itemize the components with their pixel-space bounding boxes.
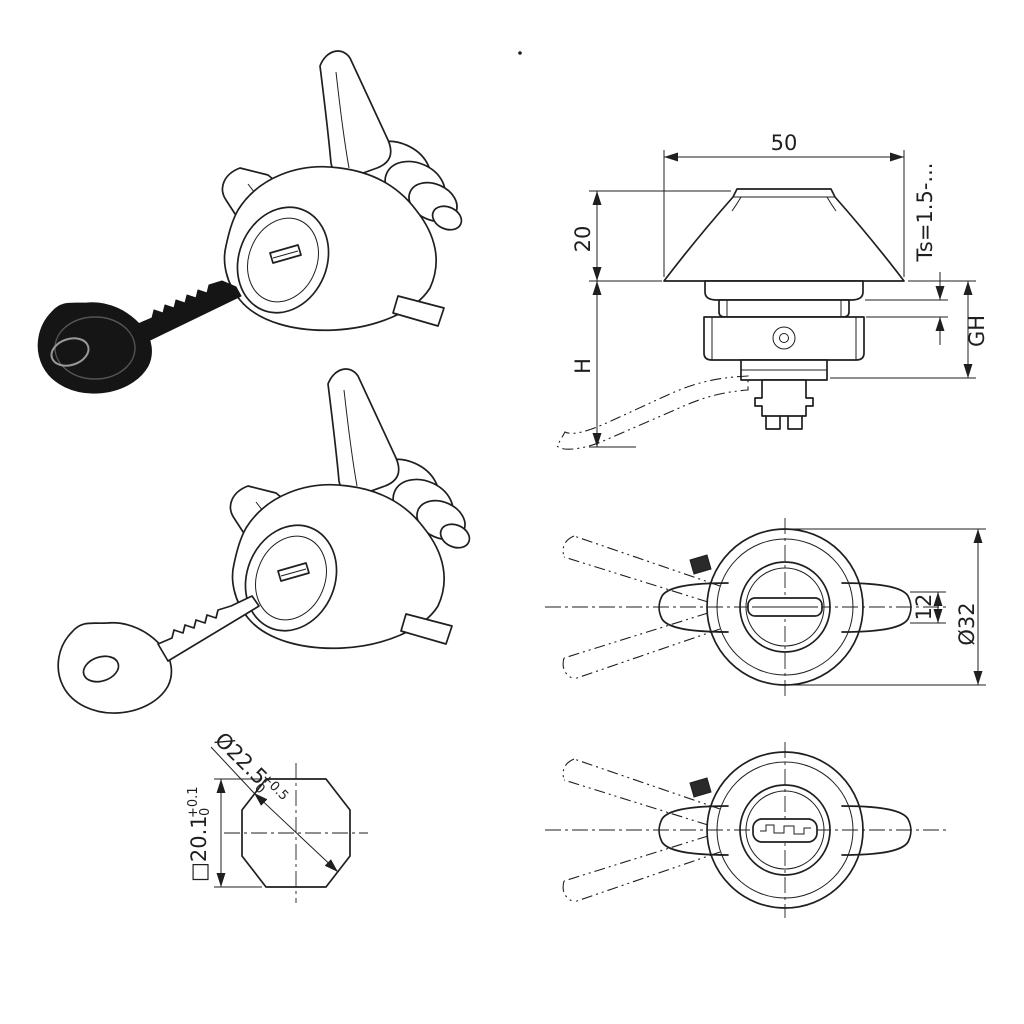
dim-GH-label: GH [965, 315, 989, 347]
dim-sq20-group: □20.1 +0.1 0 [186, 778, 262, 888]
top2-wing-right [841, 805, 912, 856]
cutout-detail-view: Ø22.5 +0.5 0 □20.1 +0.1 0 [186, 728, 368, 903]
front-stem-feet [765, 415, 803, 430]
top2-clamp-detail [689, 777, 712, 798]
top1-phantom-wing-down [562, 612, 721, 680]
iso-lock-body-2 [229, 368, 475, 650]
iso-face-inner [247, 217, 319, 303]
top2-phantom-wings [562, 758, 721, 903]
key-outline [57, 595, 260, 714]
key-outline-bow-hole [82, 655, 120, 683]
dim-dia32-label: Ø32 [955, 602, 979, 645]
key-outline-blade [157, 595, 260, 662]
dim-dia32-extension-lines [792, 528, 986, 686]
front-screw-outer [772, 326, 796, 350]
iso-rear-stem [431, 205, 463, 231]
dim-Ts-label: Ts=1.5-... [913, 163, 937, 263]
iso-lock-body [221, 50, 463, 332]
dim-50-group: 50 [663, 131, 905, 277]
top2-knob-mid-circle [716, 761, 854, 899]
front-housing-ticks [711, 317, 857, 360]
top-view-keyface [545, 742, 950, 918]
isometric-view-lock-middle [57, 368, 475, 714]
iso-key-slot-line [272, 250, 299, 259]
top1-wing-left [658, 582, 729, 633]
isometric-view-lock-top [37, 50, 463, 394]
key-black-bow-hole [50, 337, 90, 367]
dim-20-label: 20 [571, 226, 595, 253]
top1-knob-mid-circle [716, 538, 854, 676]
front-washer [704, 280, 864, 301]
front-grip-side-details [731, 196, 837, 212]
top1-knob-outer-circle [706, 528, 864, 686]
iso-wing-top-foldline [335, 71, 350, 169]
top2-cylinder-circle [739, 784, 831, 876]
top1-cylinder-circle [739, 561, 831, 653]
dim-dia32-group: Ø32 [792, 528, 986, 686]
dim-Ts-group: Ts=1.5-... [865, 163, 948, 345]
front-collar-ticks [726, 300, 842, 317]
dim-50-label: 50 [771, 131, 798, 155]
cutout-octagon [241, 778, 351, 888]
iso-cam-tab [392, 295, 445, 327]
dim-sq20-tol-upper: +0.1 [186, 786, 201, 818]
top2-key-profile [760, 824, 811, 835]
front-cam-phantom [556, 375, 749, 450]
top2-phantom-wing-down [562, 835, 721, 903]
front-screw-inner [779, 333, 789, 343]
dim-GH-group: GH [830, 280, 989, 379]
front-elevation-view: 50 20 H Ts=1.5-... GH [556, 131, 989, 450]
stray-dot [518, 51, 522, 55]
key-black [37, 280, 242, 394]
top2-phantom-wing-up [562, 758, 721, 826]
top2-knob-outer-circle [706, 751, 864, 909]
dim-dia22-line [253, 792, 339, 873]
dim-H-label: H [571, 358, 595, 374]
top2-cylinder-inner-circle [745, 790, 825, 870]
top1-cylinder-inner-circle [745, 567, 825, 647]
iso-wing-top [319, 50, 392, 180]
dim-Ts-extension-lines [865, 299, 948, 318]
dim-dia22-group: Ø22.5 +0.5 0 [210, 728, 339, 873]
dim-H-group: H [571, 281, 636, 448]
dim-sq20-label: □20.1 [187, 815, 211, 882]
dim-sq20-tol-lower: 0 [198, 808, 213, 816]
dim-50-extension-lines [663, 150, 905, 277]
top1-phantom-wing-up [562, 535, 721, 603]
front-housing-block [703, 316, 865, 361]
dim-12-group: 12 [910, 591, 946, 624]
top2-wing-left [658, 805, 729, 856]
top-view-handle: 12 Ø32 [545, 518, 986, 697]
dim-12-label: 12 [912, 594, 936, 621]
front-grip-outline [663, 188, 905, 282]
front-stem [754, 379, 814, 417]
top1-phantom-wings [562, 535, 721, 680]
front-collar [718, 299, 850, 318]
top1-wing-right [841, 582, 912, 633]
dim-dia22-leader [210, 746, 255, 794]
top1-clamp-detail [689, 554, 712, 575]
key-black-blade [137, 280, 242, 342]
